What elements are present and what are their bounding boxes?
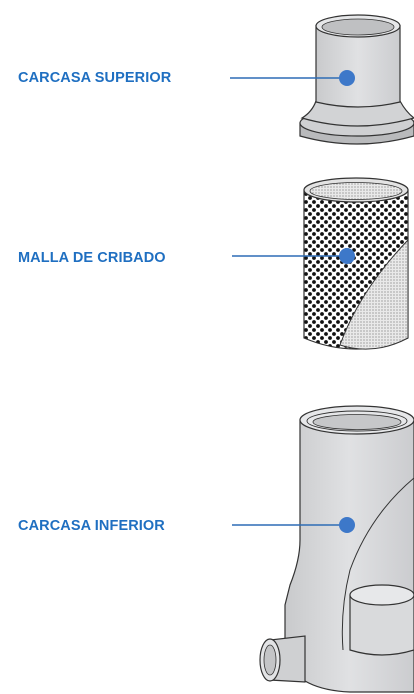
marker-dot-superior: [339, 70, 355, 86]
marker-dot-inferior: [339, 517, 355, 533]
lower-housing: [259, 405, 414, 693]
upper-housing: [299, 14, 414, 145]
label-malla-de-cribado: MALLA DE CRIBADO: [18, 250, 166, 266]
leader-lines: [230, 70, 355, 533]
screen-mesh: [303, 177, 409, 350]
label-carcasa-superior: CARCASA SUPERIOR: [18, 70, 172, 86]
marker-dot-malla: [339, 248, 355, 264]
label-carcasa-inferior: CARCASA INFERIOR: [18, 518, 165, 534]
